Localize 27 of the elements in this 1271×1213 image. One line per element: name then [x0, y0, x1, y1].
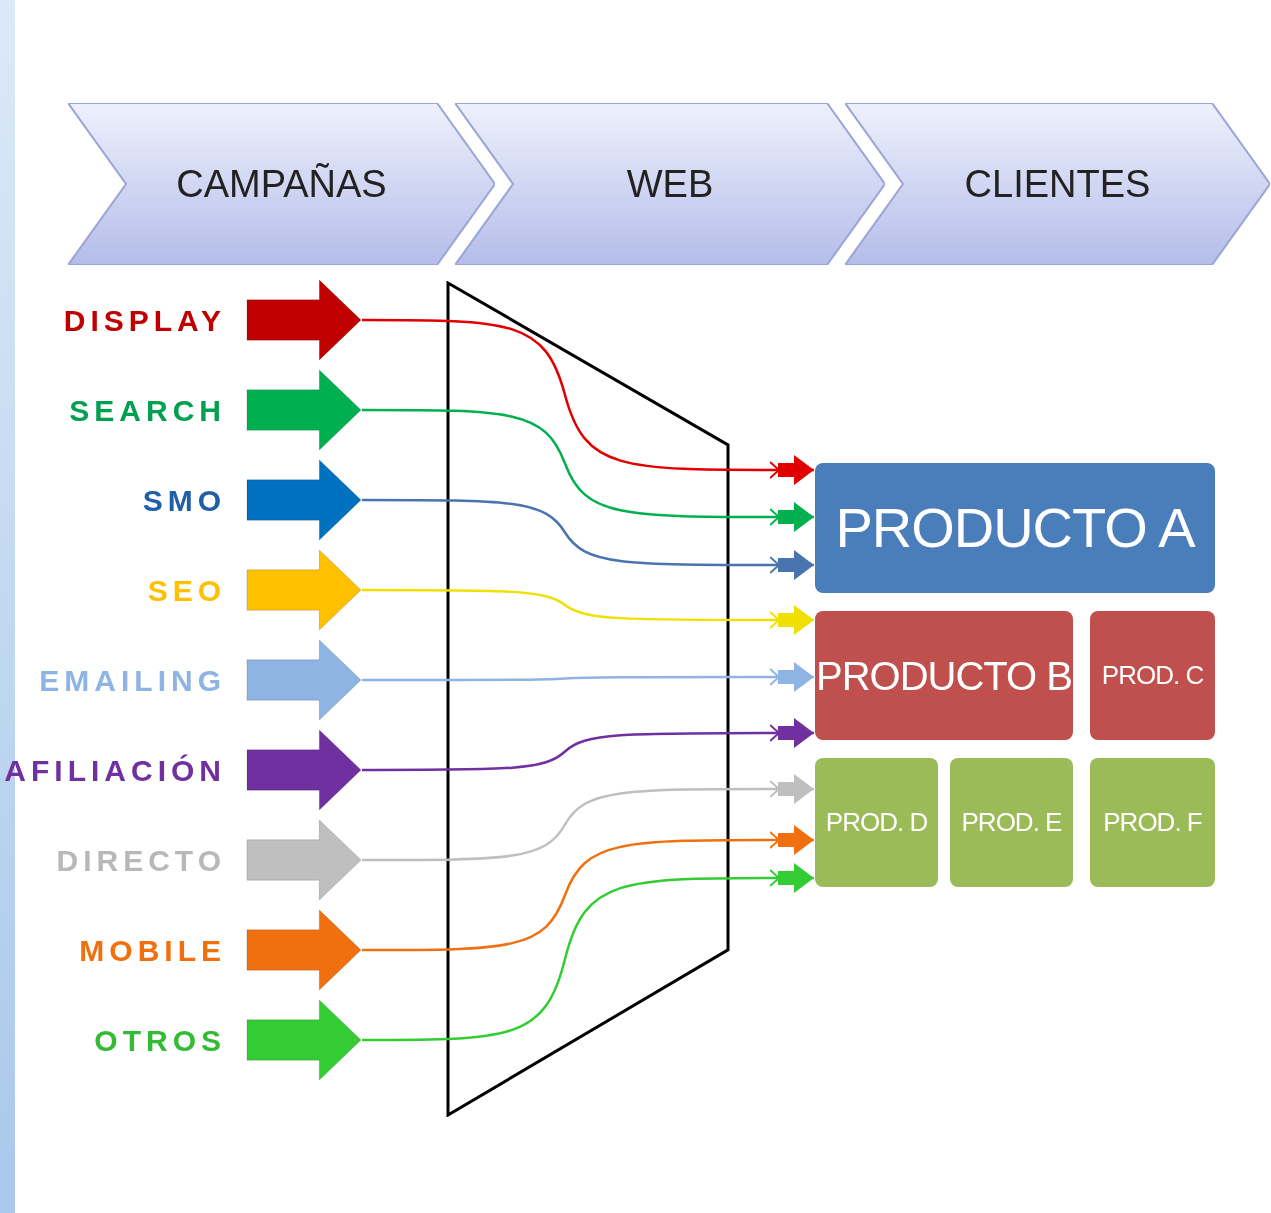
channel-label: DIRECTO [56, 842, 226, 879]
channel-label: DISPLAY [63, 302, 226, 339]
channel-label: EMAILING [39, 662, 226, 699]
connector-arrow [362, 498, 815, 581]
chevron-label: WEB [625, 161, 715, 207]
channel-label: SEO [147, 572, 226, 609]
connector-arrow [362, 862, 815, 1042]
product-box: PRODUCTO A [815, 463, 1215, 593]
product-box: PROD. F [1090, 758, 1215, 887]
connector-arrow [362, 408, 815, 533]
connector-arrow [362, 661, 815, 693]
product-box: PROD. D [815, 758, 938, 887]
connector-arrow [362, 588, 815, 636]
connector-arrow [362, 318, 815, 486]
chevron-label: CLIENTES [963, 161, 1152, 207]
channel-label: OTROS [94, 1022, 226, 1059]
connector-arrow [362, 773, 815, 862]
channel-label: AFILIACIÓN [4, 752, 226, 789]
product-box: PROD. C [1090, 611, 1215, 740]
product-box: PRODUCTO B [815, 611, 1073, 740]
product-box: PROD. E [950, 758, 1073, 887]
chevron-label: CAMPAÑAS [175, 161, 388, 207]
connector-arrow [362, 824, 815, 952]
channel-label: SMO [142, 482, 226, 519]
channel-label: MOBILE [79, 932, 226, 969]
channel-label: SEARCH [69, 392, 226, 429]
connector-arrow [362, 717, 815, 772]
